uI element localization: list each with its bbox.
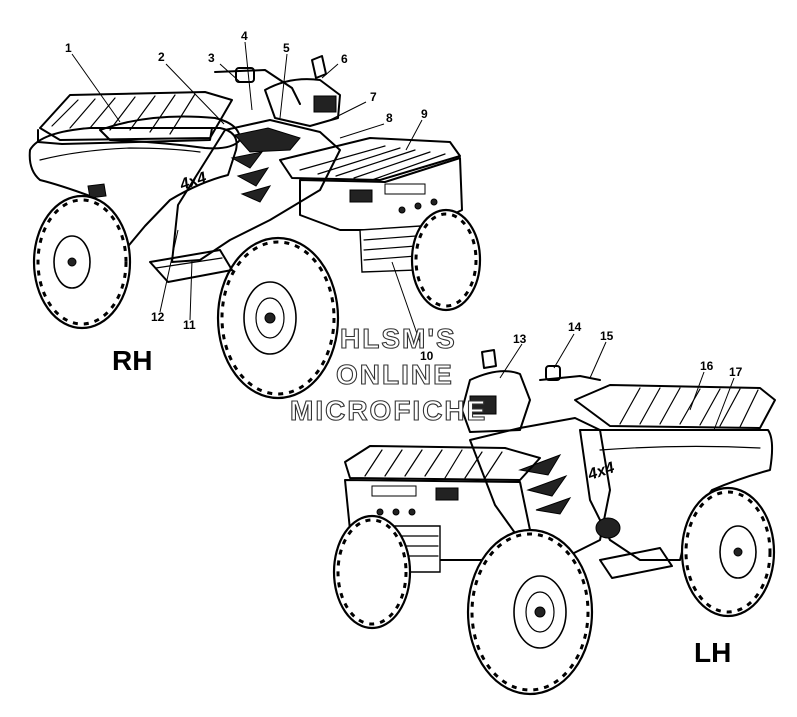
lh-rear-rack [574,384,776,429]
atv-rh-view: 4x4 [28,55,482,400]
callout-14: 14 [568,320,582,334]
rh-label: RH [112,345,152,376]
callout-5: 5 [283,41,290,55]
watermark-line-1: HLSM'S [340,323,457,354]
callout-17: 17 [729,365,743,379]
callout-3: 3 [208,51,215,65]
rear-rack [37,91,233,145]
callout-10: 10 [420,349,434,363]
callout-11: 11 [183,318,196,332]
callout-6: 6 [341,52,348,66]
center-body: 4x4 [171,119,341,263]
rh-rear-wheel [32,194,132,330]
footwell [149,249,233,283]
rear-fender [28,127,238,263]
callout-8: 8 [386,111,393,125]
front-rack [279,137,461,181]
watermark-line-2: ONLINE [336,359,454,390]
callout-1: 1 [65,41,72,55]
lh-front-rack [344,445,541,481]
callout-13: 13 [513,332,527,346]
handlebar-assembly [214,55,341,127]
callout-4: 4 [241,29,248,43]
svg-text:4x4: 4x4 [585,459,617,484]
callout-numbers: 1 2 3 4 5 6 7 8 9 10 11 12 13 14 15 16 1… [65,29,743,379]
svg-text:4x4: 4x4 [177,169,209,194]
lh-far-front-wheel [332,514,412,630]
callout-7: 7 [370,90,377,104]
atv-lh-view: 4x4 [332,349,776,696]
leader-lines [71,41,735,431]
callout-16: 16 [700,359,714,373]
callout-15: 15 [600,329,614,343]
lh-handlebar-assembly [461,349,601,433]
watermark: HLSM'S ONLINE MICROFICHE [289,322,487,426]
watermark-line-3: MICROFICHE [290,395,487,426]
lh-front-wheel [466,528,594,696]
lh-footwell [599,547,673,579]
callout-12: 12 [151,310,165,324]
rh-far-front-wheel [410,208,482,312]
callout-9: 9 [421,107,428,121]
rh-front-wheel [216,236,340,400]
lh-label: LH [694,637,731,668]
lh-center-body: 4x4 [469,417,621,561]
lh-rear-wheel [680,486,776,618]
callout-2: 2 [158,50,165,64]
